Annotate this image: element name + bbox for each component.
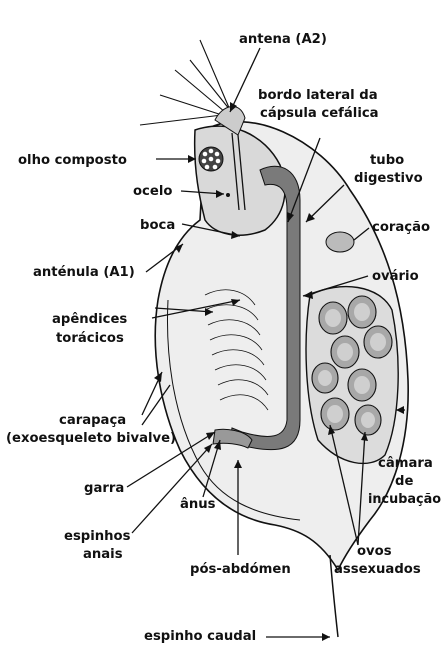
label-olho-composto: olho composto <box>18 153 127 168</box>
label-anus: ânus <box>180 496 216 512</box>
label-espinhos-2: anais <box>83 547 123 562</box>
antenna-a2-branches <box>140 40 230 125</box>
label-tubo-2: digestivo <box>354 171 423 186</box>
label-antena: antena (A2) <box>239 32 327 47</box>
label-bordo-lateral-1: bordo lateral da <box>258 88 378 103</box>
label-boca: boca <box>140 218 175 233</box>
label-ovario: ovário <box>372 268 419 284</box>
label-espinho-caudal: espinho caudal <box>144 629 256 644</box>
label-apendices-2: torácicos <box>56 330 124 346</box>
label-bordo-lateral-2: cápsula cefálica <box>260 105 379 121</box>
label-camara-2: de <box>395 474 413 489</box>
heart <box>326 232 354 252</box>
label-antenula: anténula (A1) <box>33 264 135 280</box>
label-garra: garra <box>84 481 124 496</box>
label-carapaca-2: (exoesqueleto bivalve) <box>6 431 176 446</box>
ocellus <box>226 193 230 197</box>
label-pos-abdomen: pós-abdómen <box>190 561 291 577</box>
label-ovos-1: ovos <box>357 544 392 559</box>
label-camara-3: incubação <box>368 492 441 507</box>
label-tubo-1: tubo <box>370 153 404 168</box>
label-ovos-2: assexuados <box>334 562 421 577</box>
label-carapaca-1: carapaça <box>59 413 126 428</box>
label-coracao: coração <box>372 220 430 235</box>
label-ocelo: ocelo <box>133 184 172 199</box>
label-camara-1: câmara <box>378 455 433 471</box>
label-apendices-1: apêndices <box>52 311 127 327</box>
label-espinhos-1: espinhos <box>64 529 131 544</box>
